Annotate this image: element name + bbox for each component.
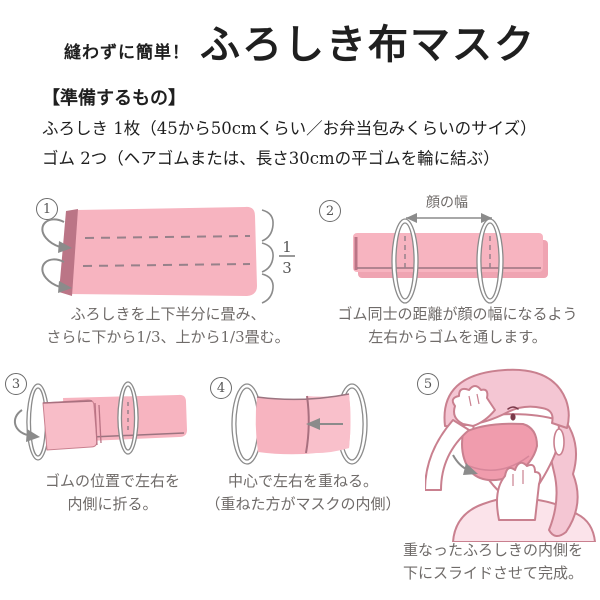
step5-caption-line1: 重なったふろしきの内側を bbox=[402, 541, 583, 559]
step5-caption: 重なったふろしきの内側を 下にスライドさせて完成。 bbox=[388, 539, 598, 585]
folded-cloth bbox=[68, 206, 257, 296]
elastic-loop-icon bbox=[476, 218, 504, 304]
step1-caption-line1: ふろしきを上下半分に畳み、 bbox=[70, 305, 266, 323]
materials-item-elastic: ゴム 2つ（ヘアゴムまたは、長さ30cmの平ゴムを輪に結ぶ） bbox=[42, 149, 500, 168]
step1-diagram: 1 3 bbox=[41, 206, 295, 304]
materials-heading: 【準備するもの】 bbox=[42, 88, 186, 109]
step2-diagram: 顔の幅 bbox=[353, 195, 548, 304]
step3-caption-line2: 内側に折る。 bbox=[67, 495, 158, 513]
step4-caption-line2: （重ねた方がマスクの内側） bbox=[205, 495, 401, 513]
step2-caption-line2: 左右からゴムを通します。 bbox=[368, 328, 547, 346]
step4-diagram bbox=[231, 383, 368, 465]
materials-item-furoshiki: ふろしき 1枚（45から50cmくらい／お弁当包みくらいのサイズ） bbox=[42, 119, 537, 138]
step3-number: 3 bbox=[5, 373, 27, 395]
flap-accordion-edge bbox=[94, 402, 102, 446]
elastic-loop-icon bbox=[117, 381, 139, 455]
cloth-folded-edge bbox=[59, 209, 78, 296]
fold-arrow-icon bbox=[13, 409, 40, 442]
step5-number: 5 bbox=[417, 373, 439, 395]
step3-caption: ゴムの位置で左右を 内側に折る。 bbox=[10, 470, 215, 516]
face-width-arrow-icon bbox=[406, 213, 492, 223]
title-main: ふろしき布マスク bbox=[200, 21, 536, 68]
folded-cloth-strip bbox=[353, 233, 543, 272]
fraction-numerator: 1 bbox=[282, 238, 292, 256]
mask-inner-fold-line bbox=[468, 455, 530, 471]
slide-down-arrow-icon bbox=[452, 454, 478, 475]
fraction-denominator: 3 bbox=[282, 259, 292, 277]
title-prefix: 縫わずに簡単！ bbox=[64, 43, 190, 63]
step2-caption: ゴム同士の距離が顔の幅になるよう 左右からゴムを通します。 bbox=[325, 303, 590, 349]
step2-caption-line1: ゴム同士の距離が顔の幅になるよう bbox=[337, 305, 578, 323]
upper-hand bbox=[451, 385, 496, 427]
step4-caption: 中心で左右を重ねる。 （重ねた方がマスクの内側） bbox=[203, 470, 403, 516]
lower-hand bbox=[496, 461, 542, 521]
step3-caption-line1: ゴムの位置で左右を bbox=[44, 472, 180, 490]
elastic-loop-icon bbox=[391, 218, 419, 304]
step1-number: 1 bbox=[36, 198, 58, 220]
step4-number: 4 bbox=[210, 377, 232, 399]
step4-caption-line1: 中心で左右を重ねる。 bbox=[227, 472, 378, 490]
step5-illustration bbox=[425, 368, 596, 542]
overlap-arrow-icon bbox=[306, 418, 343, 430]
face-width-label: 顔の幅 bbox=[426, 195, 468, 211]
fold-line-bottom bbox=[82, 263, 251, 267]
flap-top-edge bbox=[42, 400, 93, 404]
step3-diagram bbox=[13, 381, 187, 461]
fold-arrow-icon bbox=[41, 258, 72, 293]
upper-hand-finger-lines bbox=[468, 393, 480, 407]
materials-section: 【準備するもの】 ふろしき 1枚（45から50cmくらい／お弁当包みくらいのサイ… bbox=[42, 84, 582, 174]
fold-arrow-icon bbox=[41, 218, 72, 253]
step1-caption: ふろしきを上下半分に畳み、 さらに下から1/3、上から1/3畳む。 bbox=[28, 303, 308, 349]
one-third-fraction: 1 3 bbox=[279, 238, 295, 277]
folded-flap bbox=[42, 399, 98, 451]
lower-hand-finger-lines bbox=[512, 470, 524, 486]
step5-caption-line2: 下にスライドさせて完成。 bbox=[402, 564, 583, 582]
step2-number: 2 bbox=[319, 200, 341, 222]
arm bbox=[425, 419, 470, 491]
ear-elastic-loop bbox=[553, 428, 565, 456]
thirds-brace-icon bbox=[261, 209, 274, 304]
mask-top-edge bbox=[256, 393, 350, 401]
eye-icon bbox=[507, 406, 519, 421]
elastic-loop-icon bbox=[26, 383, 50, 461]
step1-caption-line2: さらに下から1/3、上から1/3畳む。 bbox=[46, 328, 290, 346]
fold-line-top bbox=[84, 235, 251, 239]
page-title: 縫わずに簡単！ ふろしき布マスク bbox=[0, 12, 600, 68]
